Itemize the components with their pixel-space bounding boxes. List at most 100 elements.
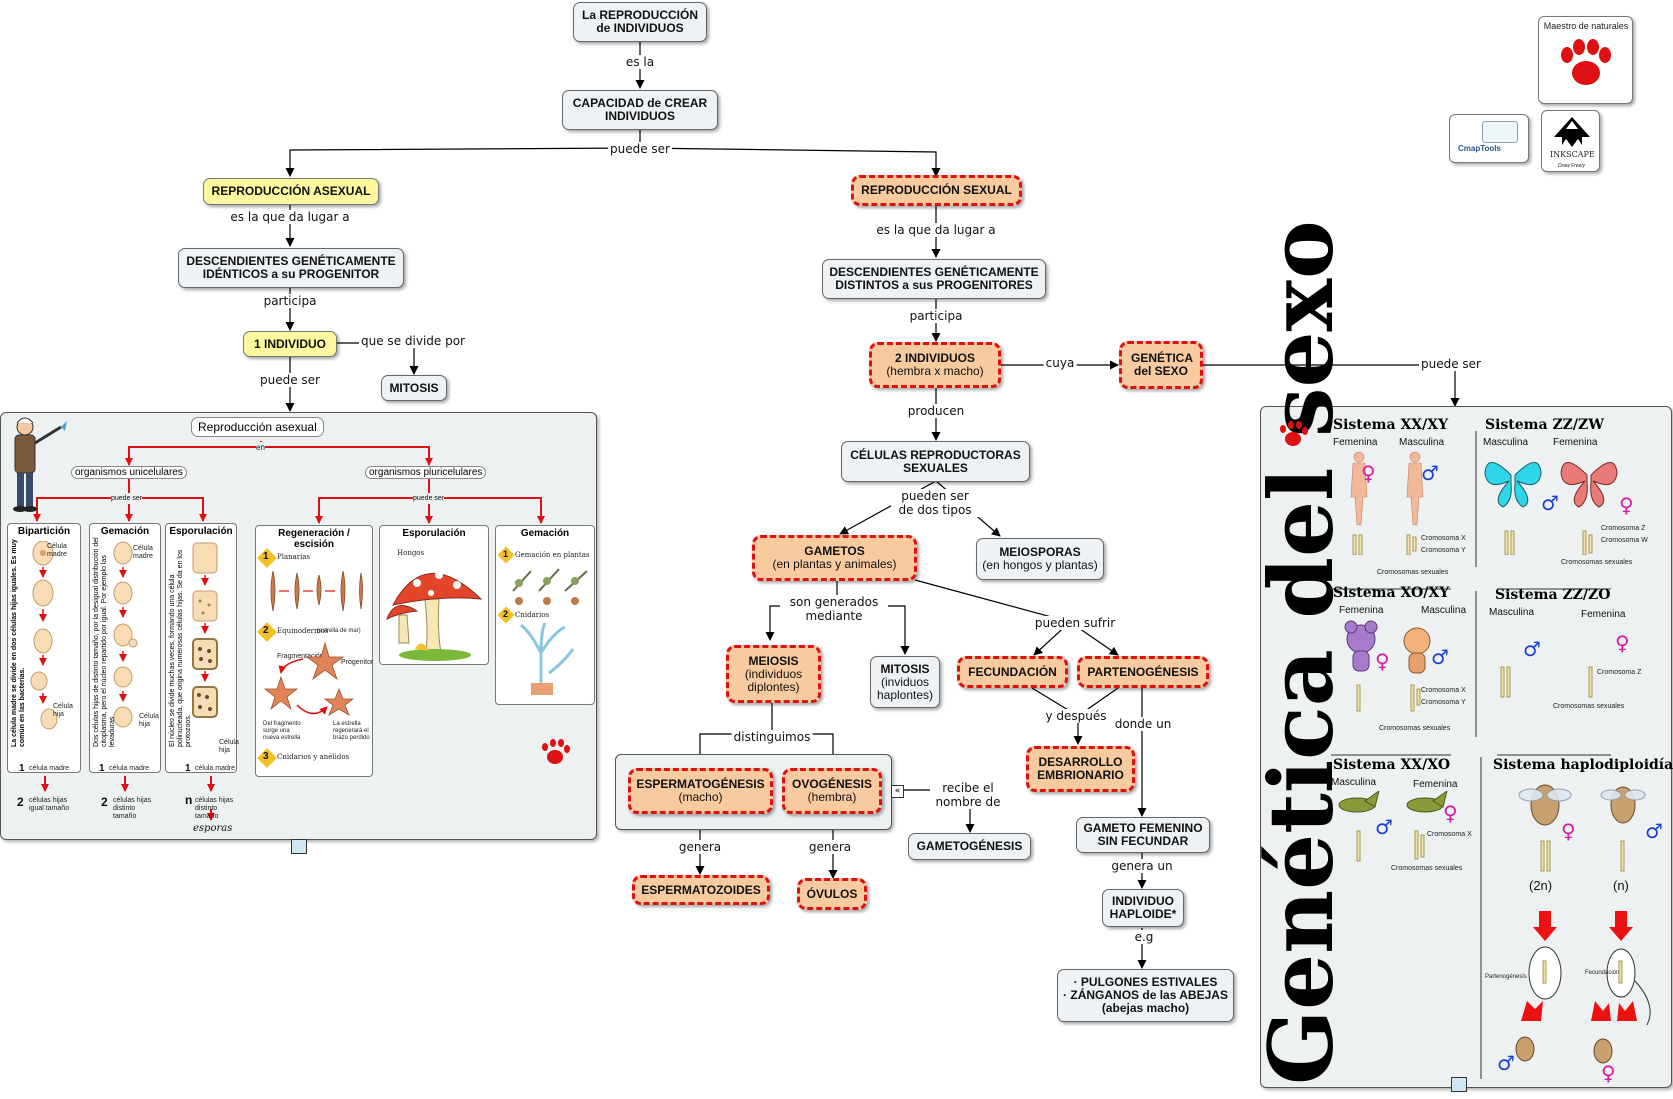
- node-distintos[interactable]: DESCENDIENTES GENÉTICAMENTE DISTINTOS a …: [822, 259, 1046, 299]
- node-genetica-sexo[interactable]: GENÉTICA del SEXO: [1119, 341, 1203, 389]
- sexo-mini-logo: [1280, 421, 1308, 446]
- crom-sex-4: Cromosomas sexuales: [1553, 703, 1625, 710]
- female-symbol-3: ♀: [1375, 649, 1390, 673]
- asexual-panel-lines: [33, 441, 545, 821]
- node-ovulos[interactable]: ÓVULOS: [797, 878, 867, 910]
- node-espermatozoides-label: ESPERMATOZOIDES: [641, 882, 761, 897]
- count-uno-a-text: célula madre: [29, 765, 70, 772]
- count-dos-b-text: células hijas distinto tamaño: [113, 797, 152, 820]
- female-symbol-5: ♀: [1443, 801, 1458, 825]
- node-mitosis2[interactable]: MITOSIS(inviduos haplontes): [870, 656, 940, 708]
- xx-xy-masculina: Masculina: [1399, 437, 1445, 448]
- col-regeneracion[interactable]: Regeneración / escisión: [255, 525, 373, 777]
- node-espermatogenesis[interactable]: ESPERMATOGÉNESIS(macho): [628, 768, 773, 814]
- node-gametos[interactable]: GAMETOS(en plantas y animales): [752, 535, 917, 581]
- node-mitosis2-label: MITOSIS: [880, 661, 930, 676]
- node-mitosis-label: MITOSIS: [389, 380, 439, 395]
- node-mitosis2-sub: (inviduos haplontes): [876, 674, 934, 702]
- node-gametogenesis-label: GAMETOGÉNESIS: [916, 839, 1023, 853]
- node-desarrollo-label: DESARROLLO EMBRIONARIO: [1037, 755, 1124, 782]
- gemacion-plantas-label: Gemación en plantas: [515, 551, 590, 559]
- node-asexual[interactable]: REPRODUCCIÓN ASEXUAL: [203, 178, 379, 205]
- planarias-label: Planarias: [277, 553, 311, 561]
- sistema-haplo: Sistema haplodiploidía: [1493, 757, 1673, 773]
- node-capacidad[interactable]: CAPACIDAD de CREAR INDIVIDUOS: [562, 90, 718, 130]
- step-3-num: 3: [263, 751, 269, 762]
- hongos-label: Hongos: [397, 549, 425, 557]
- xx-xo-masculina: Masculina: [1331, 777, 1377, 788]
- asexual-puede-ser-b: puede ser: [413, 493, 445, 504]
- equinodermos-label: Equinodermos: [277, 627, 329, 635]
- link-recibe: recibe el nombre de: [930, 781, 1006, 809]
- node-dos-individuos-sub: (hembra x macho): [886, 364, 984, 378]
- fecundacion-label: Fecundación: [1585, 970, 1620, 976]
- node-gameto-femenino[interactable]: GAMETO FEMENINO SIN FECUNDAR: [1076, 817, 1210, 853]
- node-haploide[interactable]: INDIVIDUO HAPLOIDE*: [1102, 889, 1184, 927]
- node-pulgones-line2: · ZÁNGANOS de las ABEJAS: [1063, 988, 1228, 1002]
- node-espermatogenesis-label: ESPERMATOGÉNESIS: [636, 777, 765, 791]
- sexo-panel[interactable]: Genética del sexo Sistema XX/XY Femenina…: [1249, 220, 1673, 1092]
- link-genera2: genera: [806, 840, 854, 854]
- col-regeneracion-title: Regeneración / escisión: [278, 528, 350, 550]
- link-es-lugar-a1: es la que da lugar a: [228, 210, 352, 224]
- node-celulas[interactable]: CÉLULAS REPRODUCTORAS SEXUALES: [841, 441, 1030, 482]
- link-eg: e.g: [1132, 930, 1156, 944]
- del-fragmento-label: Del fragmento surge una nueva estrella: [263, 721, 301, 741]
- node-capacidad-label: CAPACIDAD de CREAR INDIVIDUOS: [572, 96, 708, 123]
- link-puede-ser3: puede ser: [1419, 357, 1483, 371]
- link-que-se-divide: que se divide por: [359, 334, 467, 348]
- node-pulgones[interactable]: · PULGONES ESTIVALES· ZÁNGANOS de las AB…: [1057, 969, 1234, 1022]
- inkscape-logo[interactable]: INKSCAPE Draw Freely: [1541, 110, 1600, 172]
- maestro-logo[interactable]: Maestro de naturales: [1538, 16, 1633, 104]
- starfish-illustration: [263, 641, 355, 716]
- node-distintos-label: DESCENDIENTES GENÉTICAMENTE DISTINTOS a …: [829, 265, 1039, 292]
- crom-x-1: Cromosoma X: [1421, 535, 1466, 542]
- collapse-icon[interactable]: «: [891, 785, 904, 798]
- la-estrella-label: La estrella regenerará el brazo perdido: [333, 721, 370, 741]
- asexual-uni: organismos unicelulares: [71, 466, 187, 479]
- link-participa1: participa: [261, 294, 319, 308]
- label-celula-madre-b: Célula madre: [133, 545, 153, 560]
- node-ovogenesis-sub: (hembra): [807, 790, 857, 804]
- node-ovogenesis[interactable]: OVOGÉNESIS(hembra): [782, 768, 882, 814]
- node-partenogenesis[interactable]: PARTENOGÉNESIS: [1077, 656, 1209, 688]
- female-symbol-2: ♀: [1619, 493, 1634, 517]
- node-meiosporas-label: MEIOSPORAS: [999, 545, 1081, 559]
- link-puede-ser2: puede ser: [258, 373, 322, 387]
- cmap-logo[interactable]: CmapTools: [1449, 114, 1529, 163]
- gemacion-cells: [113, 541, 138, 728]
- node-meiosporas[interactable]: MEIOSPORAS(en hongos y plantas): [976, 538, 1104, 580]
- step-1-num: 1: [263, 551, 269, 562]
- partenogenesis-label: Partenogénesis: [1485, 974, 1527, 980]
- node-fecundacion[interactable]: FECUNDACIÓN: [957, 656, 1068, 688]
- node-dos-individuos[interactable]: 2 INDIVIDUOS(hembra x macho): [869, 342, 1001, 388]
- male-symbol-7: ♂: [1497, 1051, 1515, 1075]
- count-dos-a-text: células hijas igual tamaño: [29, 797, 70, 812]
- node-identicos[interactable]: DESCENDIENTES GENÉTICAMENTE IDÉNTICOS a …: [178, 248, 404, 288]
- node-meiosis[interactable]: MEIOSIS(individuos diplontes): [726, 645, 821, 703]
- node-root[interactable]: La REPRODUCCIÓN de INDIVIDUOS: [573, 2, 707, 42]
- col-gemacion[interactable]: Gemación: [89, 523, 161, 773]
- node-sexual[interactable]: REPRODUCCIÓN SEXUAL: [851, 175, 1022, 206]
- node-desarrollo[interactable]: DESARROLLO EMBRIONARIO: [1026, 746, 1135, 792]
- inkscape-logo-text: INKSCAPE: [1550, 150, 1595, 159]
- asexual-en: en: [256, 442, 265, 453]
- count-n-c: n: [185, 793, 193, 807]
- image-icon[interactable]: [291, 839, 307, 854]
- male-symbol-1: ♂: [1421, 461, 1439, 485]
- node-un-individuo[interactable]: 1 INDIVIDUO: [243, 331, 337, 357]
- node-meiosporas-sub: (en hongos y plantas): [982, 558, 1098, 572]
- asexual-panel[interactable]: Reproducción asexual en organismos unice…: [0, 412, 597, 854]
- crom-y-2: Cromosoma Y: [1421, 699, 1466, 706]
- node-mitosis[interactable]: MITOSIS: [381, 375, 447, 401]
- xx-xo-femenina: Femenina: [1413, 779, 1458, 790]
- asexual-pluri: organismos pluricelulares: [365, 466, 487, 479]
- col-gemacion2-title: Gemación: [520, 528, 570, 539]
- node-espermatozoides[interactable]: ESPERMATOZOIDES: [632, 875, 770, 905]
- node-meiosis-sub: (individuos diplontes): [744, 666, 803, 694]
- image-icon-2[interactable]: [1451, 1077, 1467, 1092]
- node-haploide-label: INDIVIDUO HAPLOIDE*: [1109, 894, 1177, 921]
- count-uno-b: 1: [99, 763, 105, 774]
- node-gametogenesis[interactable]: GAMETOGÉNESIS: [908, 833, 1031, 860]
- col-gemacion-title: Gemación: [100, 526, 150, 537]
